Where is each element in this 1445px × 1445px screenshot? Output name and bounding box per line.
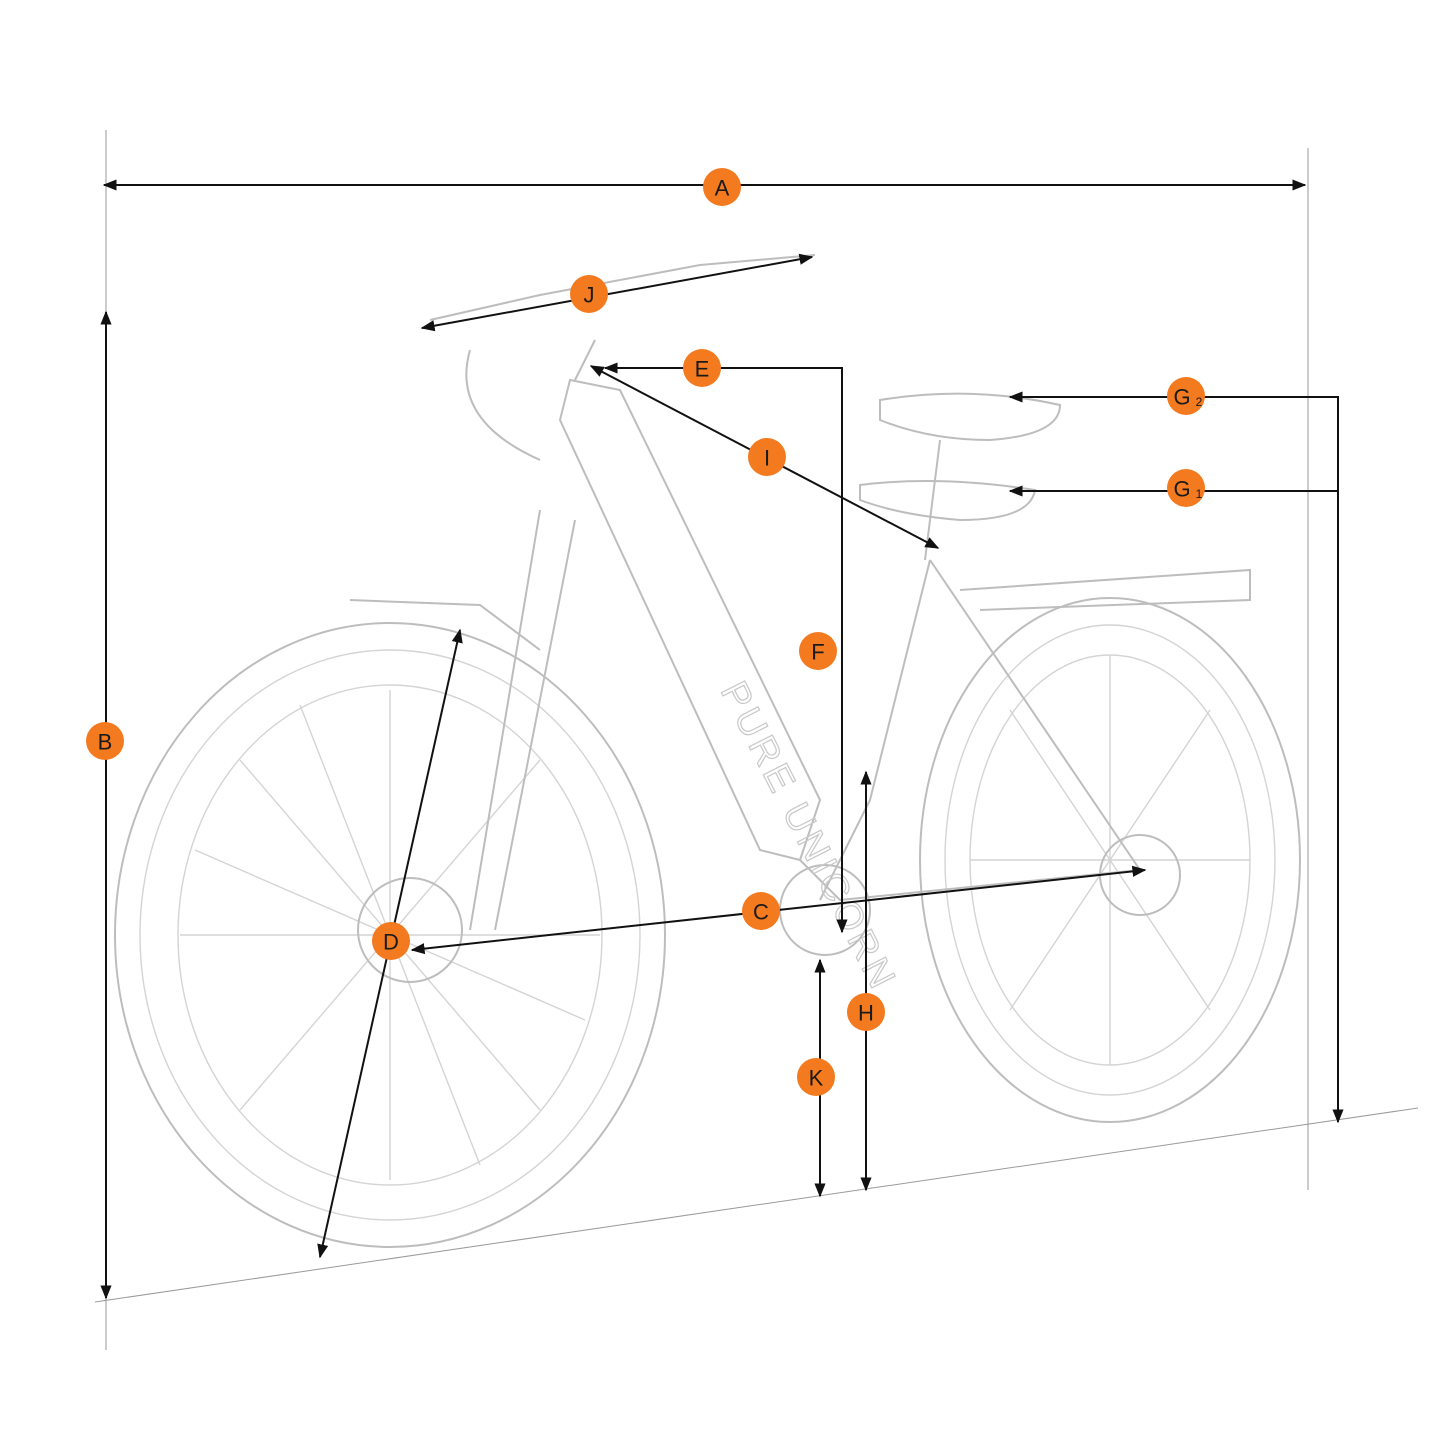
svg-text:F: F bbox=[811, 640, 824, 665]
label-i: I bbox=[748, 438, 786, 476]
bike-sketch: PURE UNICORN bbox=[114, 254, 1301, 1248]
svg-text:J: J bbox=[584, 283, 595, 308]
svg-text:D: D bbox=[383, 930, 399, 955]
label-f: F bbox=[799, 632, 837, 670]
svg-text:H: H bbox=[858, 1001, 874, 1026]
svg-text:G: G bbox=[1173, 477, 1190, 502]
svg-text:A: A bbox=[715, 176, 730, 201]
svg-text:K: K bbox=[809, 1066, 824, 1091]
svg-text:E: E bbox=[695, 357, 710, 382]
svg-text:I: I bbox=[764, 446, 770, 471]
svg-text:2: 2 bbox=[1196, 395, 1203, 409]
svg-text:B: B bbox=[98, 730, 113, 755]
frame-brand-text: PURE UNICORN bbox=[712, 675, 904, 998]
label-k: K bbox=[797, 1058, 835, 1096]
dimension-j-line bbox=[420, 253, 814, 332]
label-h: H bbox=[847, 993, 885, 1031]
label-e: E bbox=[683, 349, 721, 387]
label-a: A bbox=[703, 168, 741, 206]
svg-text:G: G bbox=[1173, 385, 1190, 410]
label-b: B bbox=[86, 722, 124, 760]
svg-text:1: 1 bbox=[1196, 487, 1203, 501]
dimension-lines bbox=[100, 179, 1344, 1300]
dimension-g2-line bbox=[1008, 391, 1344, 1124]
label-d: D bbox=[372, 922, 410, 960]
label-j: J bbox=[570, 275, 608, 313]
svg-text:C: C bbox=[753, 900, 769, 925]
label-c: C bbox=[742, 892, 780, 930]
